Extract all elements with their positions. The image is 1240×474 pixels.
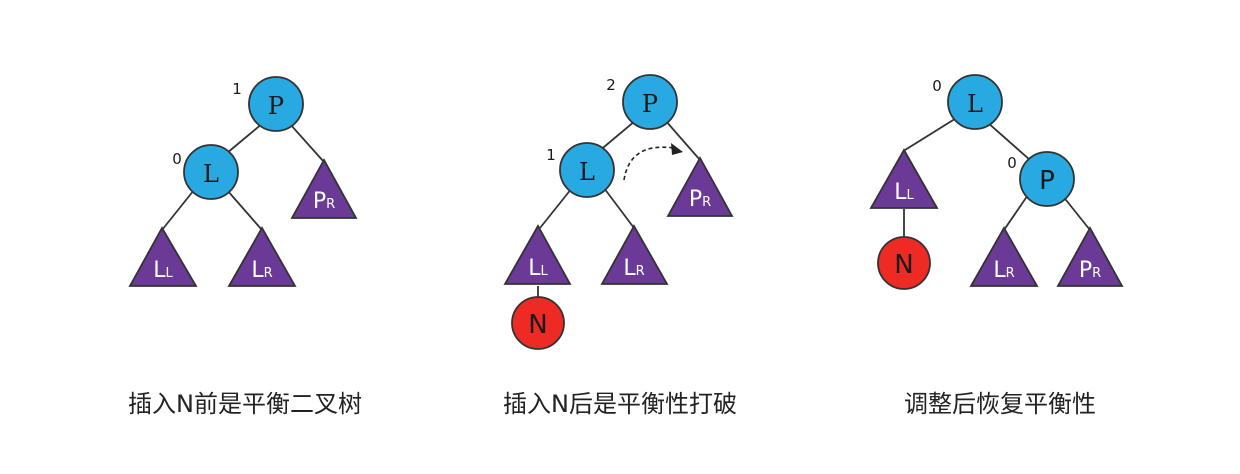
subtree-lr-subscript: R — [636, 264, 645, 279]
subtree-ll-triangle — [503, 224, 572, 285]
caption-after-insert: 插入N后是平衡性打破 — [503, 390, 737, 418]
subtree-lr-triangle — [969, 226, 1039, 287]
subtree-pr: PR — [1056, 226, 1124, 287]
subtree-lr-subscript: R — [264, 266, 273, 281]
edge-p-pr — [1061, 194, 1091, 231]
node-l-circle — [559, 142, 615, 198]
subtree-lr-triangle — [600, 224, 669, 285]
node-l-balance: 0 — [932, 77, 942, 95]
node-l: L — [183, 144, 239, 200]
node-l-circle — [947, 74, 1003, 130]
node-p-circle — [248, 76, 304, 132]
node-n-circle — [877, 236, 931, 290]
panel-before-insert: PR LL LR P 1 L 0 插入N前是平衡二叉树 — [128, 76, 362, 418]
svg-text:LR: LR — [251, 258, 272, 283]
node-p-label: P — [268, 92, 284, 120]
subtree-ll-label: L — [528, 256, 541, 281]
subtree-pr-triangle — [1056, 226, 1124, 287]
subtree-ll: LL — [128, 226, 198, 287]
subtree-lr-triangle — [227, 226, 297, 287]
panel-after-rotation: LL LR PR L 0 P 0 N 调 — [869, 74, 1124, 418]
subtree-lr-subscript: R — [1006, 266, 1015, 281]
subtree-lr-label: L — [251, 258, 264, 283]
subtree-pr: PR — [290, 158, 358, 219]
edge-p-pr — [664, 119, 701, 161]
node-l-label: L — [579, 158, 595, 186]
subtree-ll-subscript: L — [541, 264, 549, 279]
node-l: L — [559, 142, 615, 198]
node-l: L — [947, 74, 1003, 130]
svg-text:LR: LR — [623, 256, 644, 281]
edge-l-ll — [904, 116, 959, 151]
caption-after-rotation: 调整后恢复平衡性 — [904, 390, 1096, 418]
edge-l-lr — [226, 189, 263, 231]
edge-l-ll — [539, 187, 573, 229]
edge-l-lr — [603, 187, 635, 229]
node-p-balance: 2 — [606, 76, 616, 94]
node-p-balance: 0 — [1007, 154, 1017, 172]
subtree-lr: LR — [227, 226, 297, 287]
subtree-lr-label: L — [993, 258, 1006, 283]
subtree-ll-triangle — [869, 148, 939, 209]
subtree-pr-subscript: R — [702, 195, 711, 210]
svg-text:PR: PR — [1079, 258, 1101, 283]
svg-text:PR: PR — [689, 187, 711, 212]
subtree-ll-label: L — [894, 180, 907, 205]
node-l-label: L — [967, 90, 983, 118]
node-p-label: P — [642, 90, 658, 118]
node-p-circle — [622, 74, 678, 130]
subtree-pr-label: P — [689, 187, 702, 212]
svg-text:LL: LL — [153, 258, 173, 283]
node-p-label: P — [1039, 166, 1055, 196]
node-n: N — [511, 296, 565, 350]
node-p: P — [622, 74, 678, 130]
subtree-ll: LL — [869, 148, 939, 209]
subtree-ll-subscript: L — [907, 188, 915, 203]
rotation-arrow — [623, 146, 675, 181]
subtree-pr-label: P — [313, 189, 326, 214]
node-n-label: N — [528, 310, 547, 340]
subtree-pr: PR — [666, 156, 734, 217]
subtree-ll-triangle — [128, 226, 198, 287]
subtree-ll: LL — [503, 224, 572, 285]
svg-text:LR: LR — [993, 258, 1014, 283]
node-l-balance: 0 — [172, 150, 182, 168]
panel-after-insert: PR LL LR P 2 L 1 N 插 — [503, 74, 737, 418]
svg-text:LL: LL — [894, 180, 914, 205]
node-l-circle — [183, 144, 239, 200]
rotation-arrowhead — [671, 143, 683, 155]
node-n-label: N — [894, 250, 913, 280]
node-l-balance: 1 — [546, 146, 556, 164]
node-p: P — [248, 76, 304, 132]
subtree-lr: LR — [600, 224, 669, 285]
node-p: P — [1019, 151, 1075, 207]
edge-p-l — [597, 120, 636, 153]
subtree-lr-label: L — [623, 256, 636, 281]
subtree-pr-triangle — [666, 156, 734, 217]
subtree-pr-label: P — [1079, 258, 1092, 283]
subtree-pr-triangle — [290, 158, 358, 219]
svg-text:PR: PR — [313, 189, 335, 214]
svg-text:LL: LL — [528, 256, 548, 281]
subtree-pr-subscript: R — [326, 197, 335, 212]
node-p-balance: 1 — [232, 80, 242, 98]
subtree-ll-subscript: L — [166, 266, 174, 281]
edge-l-p — [986, 121, 1031, 161]
edge-l-ll — [161, 189, 195, 231]
subtree-lr: LR — [969, 226, 1039, 287]
node-n-circle — [511, 296, 565, 350]
node-n: N — [877, 236, 931, 290]
node-p-circle — [1019, 151, 1075, 207]
edge-p-pr — [289, 123, 325, 163]
subtree-ll-label: L — [153, 258, 166, 283]
caption-before-insert: 插入N前是平衡二叉树 — [128, 390, 362, 418]
subtree-pr-subscript: R — [1092, 266, 1101, 281]
edge-p-lr — [1003, 191, 1031, 231]
node-l-label: L — [203, 160, 219, 188]
